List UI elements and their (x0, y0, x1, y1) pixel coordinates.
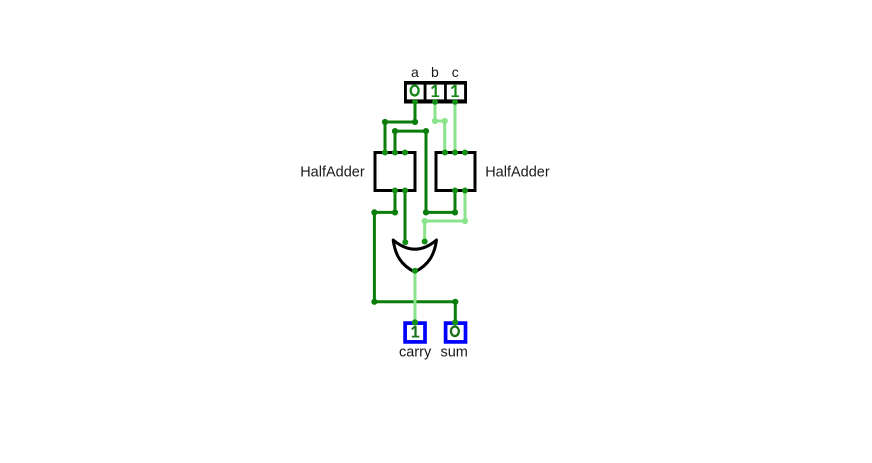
svg-text:b: b (431, 64, 439, 80)
svg-text:sum: sum (440, 345, 467, 361)
svg-text:HalfAdder: HalfAdder (485, 165, 550, 181)
svg-text:a: a (411, 64, 419, 80)
svg-text:carry: carry (399, 345, 432, 361)
svg-text:HalfAdder: HalfAdder (300, 165, 365, 181)
svg-text:c: c (452, 64, 459, 80)
